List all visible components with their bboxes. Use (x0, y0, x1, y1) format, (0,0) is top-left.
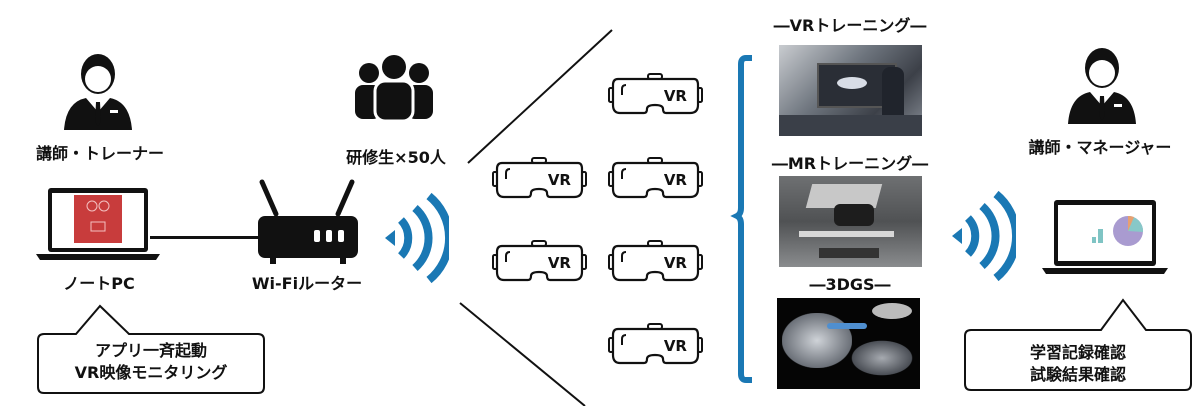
vr-headset-icon: VR (492, 240, 587, 282)
vr-training-photo (779, 45, 922, 136)
vr-label: VR (664, 87, 688, 105)
vr-headset-icon: VR (608, 157, 703, 199)
router-label: Wi-Fiルーター (251, 274, 363, 293)
callout-line: VR映像モニタリング (74, 363, 228, 382)
3dgs-title: ―3DGS― (809, 275, 891, 294)
vr-headset-icon: VR (492, 157, 587, 199)
wifi-router-icon (258, 179, 358, 264)
vr-training-title: ―VRトレーニング― (773, 16, 927, 35)
brace-icon (730, 55, 752, 383)
vr-label: VR (664, 337, 688, 355)
3dgs-photo (777, 298, 920, 389)
cable-line (150, 236, 260, 239)
mr-training-photo (779, 176, 922, 267)
callout-bubble (964, 298, 1192, 391)
callout-line: アプリ一斉起動 (94, 341, 207, 360)
vr-headset-icon: VR (608, 323, 703, 365)
callout-right-text: 学習記録確認 試験結果確認 (965, 342, 1191, 386)
vr-headset-icon: VR (608, 73, 703, 115)
wifi-signal-icon (952, 190, 1016, 282)
callout-line: 試験結果確認 (1029, 365, 1126, 384)
trainees-label: 研修生×50人 (346, 148, 446, 167)
wifi-signal-icon (385, 192, 449, 284)
vr-headset-icon: VR (608, 240, 703, 282)
trainer-label: 講師・トレーナー (35, 144, 165, 163)
vr-label: VR (664, 254, 688, 272)
laptop-label: ノートPC (63, 274, 135, 293)
trainees-group-icon (355, 55, 433, 123)
mr-training-title: ―MRトレーニング― (771, 154, 929, 173)
vr-label: VR (548, 254, 572, 272)
vr-label: VR (548, 171, 572, 189)
trainer-person-icon (64, 54, 132, 130)
manager-person-icon (1068, 48, 1136, 124)
callout-bubble (37, 304, 265, 394)
callout-left-text: アプリ一斉起動 VR映像モニタリング (38, 340, 264, 384)
callout-line: 学習記録確認 (1029, 343, 1126, 362)
laptop-icon (36, 188, 160, 260)
dashboard-laptop-icon (1042, 200, 1168, 274)
vr-label: VR (664, 171, 688, 189)
manager-label: 講師・マネージャー (1028, 138, 1172, 157)
